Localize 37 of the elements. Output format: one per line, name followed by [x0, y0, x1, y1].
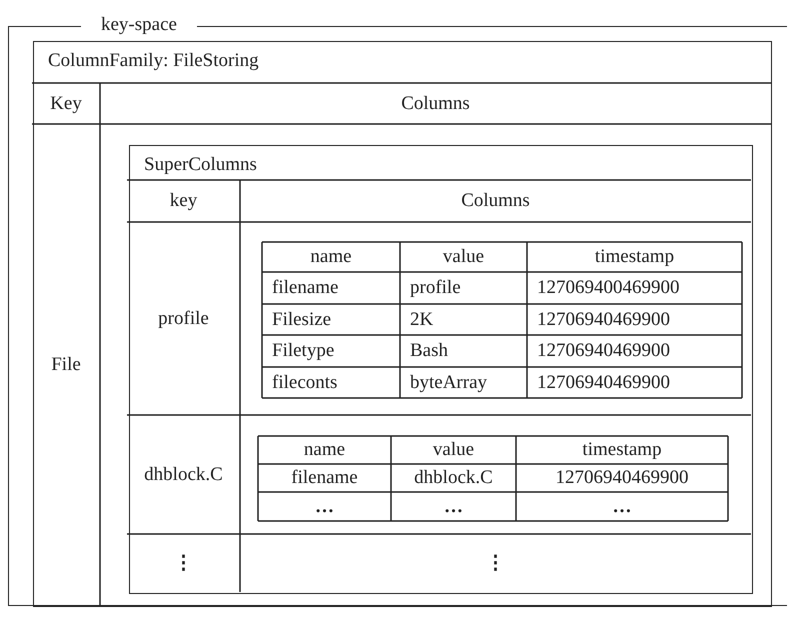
column-header: timestamp [582, 439, 662, 461]
field-value: Bash [410, 340, 448, 362]
ellipsis: ⋮ [486, 552, 505, 575]
row-key: File [51, 354, 81, 376]
frame-title: key-space [81, 14, 197, 36]
field-name: Filetype [272, 340, 334, 362]
timestamp-value: 12706940469900 [537, 308, 670, 330]
column-header: key [170, 190, 198, 212]
timestamp-value: 12706940469900 [537, 372, 670, 394]
timestamp-value: 127069400469900 [537, 277, 680, 299]
ellipsis: … [612, 496, 632, 518]
ellipsis: ⋮ [174, 552, 193, 575]
super-columns-table [129, 145, 753, 594]
field-value: dhblock.C [414, 467, 493, 489]
column-header: Columns [461, 190, 530, 212]
column-header: name [304, 439, 346, 461]
field-value: profile [410, 277, 461, 299]
column-header: name [310, 246, 352, 268]
field-name: fileconts [272, 372, 338, 394]
column-header: value [442, 246, 484, 268]
ellipsis: … [315, 496, 334, 518]
column-header: timestamp [594, 246, 674, 268]
row-key: profile [158, 308, 209, 330]
timestamp-value: 12706940469900 [537, 340, 670, 362]
field-name: filename [291, 467, 358, 489]
table-title: ColumnFamily: FileStoring [48, 50, 259, 72]
field-name: filename [272, 277, 338, 299]
column-header: Key [50, 92, 82, 114]
row-key: dhblock.C [144, 464, 223, 486]
field-name: Filesize [272, 308, 332, 330]
timestamp-value: 12706940469900 [556, 467, 688, 489]
ellipsis: … [444, 496, 463, 518]
column-header: Columns [401, 92, 470, 114]
field-value: 2K [410, 308, 434, 330]
field-value: byteArray [410, 372, 488, 394]
column-header: value [432, 439, 474, 461]
table-title: SuperColumns [144, 154, 257, 176]
